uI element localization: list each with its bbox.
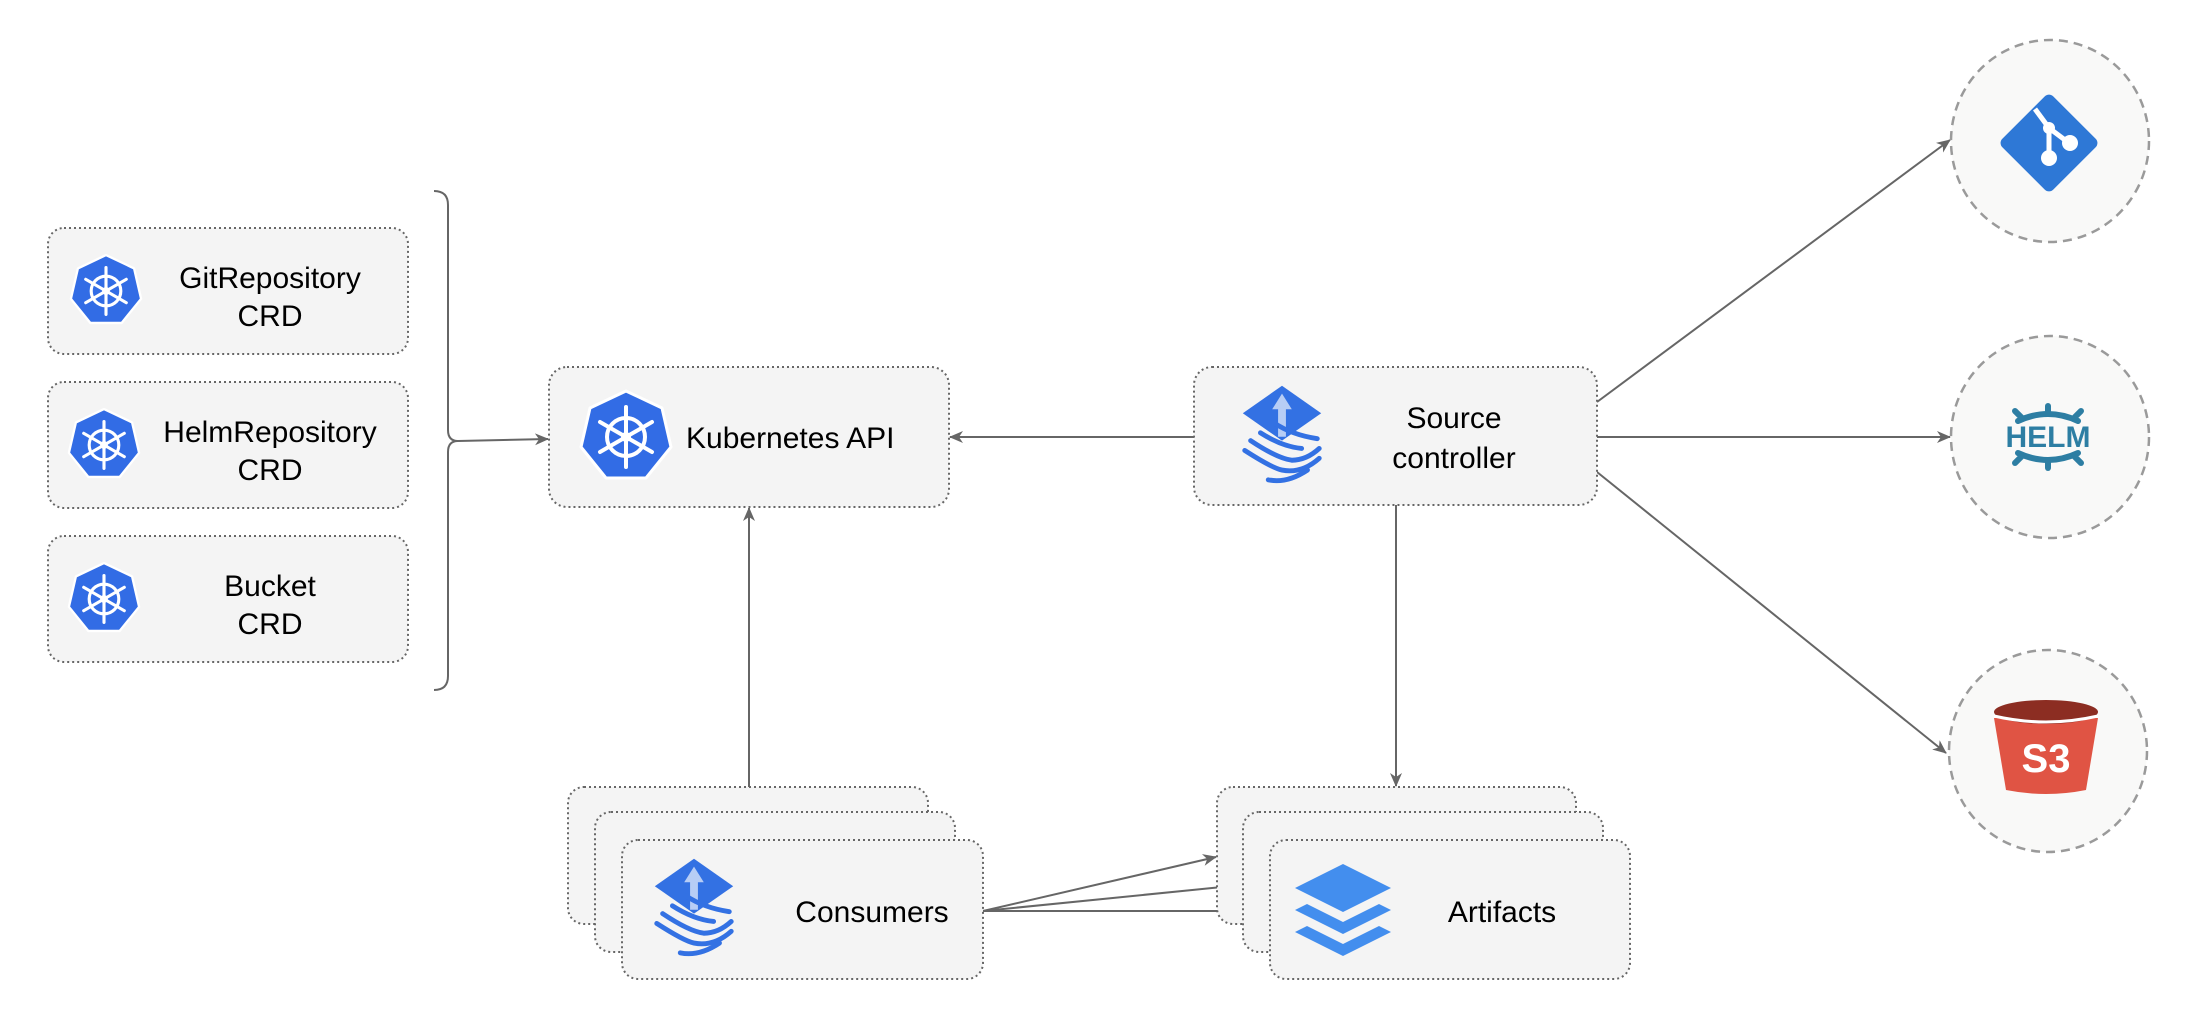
artifacts-node[interactable]: Artifacts [1216, 786, 1631, 980]
helm-source[interactable]: HELM [1949, 334, 2151, 540]
crd-kind: CRD [238, 608, 303, 641]
crd-name: GitRepository [179, 262, 361, 295]
helm-logo-text: HELM [2006, 421, 2091, 454]
crd-name: HelmRepository [163, 416, 376, 449]
kubernetes-api-node[interactable]: Kubernetes API [548, 366, 950, 508]
s3-source[interactable]: S3 [1947, 648, 2149, 854]
consumers-node[interactable]: Consumers [567, 786, 984, 980]
crd-bracket [433, 190, 459, 691]
edge-consumers-to-artifacts-1 [982, 854, 1217, 912]
edge-consumers-to-artifacts-2 [982, 880, 1243, 912]
git-icon [2000, 94, 2098, 192]
edge-source-controller-to-s3 [1596, 471, 1947, 754]
edge-crds-to-kubernetes-api [457, 433, 549, 446]
crd-bucket[interactable]: Bucket CRD [47, 535, 409, 663]
helm-icon: HELM [2006, 403, 2091, 471]
consumers-label: Consumers [795, 896, 948, 929]
crd-kind: CRD [238, 300, 303, 333]
edges [433, 139, 1951, 917]
crd-name: Bucket [224, 570, 316, 603]
artifacts-label: Artifacts [1448, 896, 1556, 929]
source-controller-label-line1: Source [1406, 402, 1501, 435]
source-controller-label-line2: controller [1392, 442, 1515, 475]
crd-helmrepository[interactable]: HelmRepository CRD [47, 381, 409, 509]
s3-logo-text: S3 [2022, 737, 2071, 781]
kubernetes-api-label: Kubernetes API [686, 422, 894, 455]
crd-gitrepository[interactable]: GitRepository CRD [47, 227, 409, 355]
crd-kind: CRD [238, 454, 303, 487]
edge-source-controller-to-git [1596, 139, 1951, 403]
source-controller-node[interactable]: Source controller [1193, 366, 1598, 506]
s3-bucket-icon: S3 [1993, 700, 2099, 794]
git-source[interactable] [1949, 38, 2151, 244]
